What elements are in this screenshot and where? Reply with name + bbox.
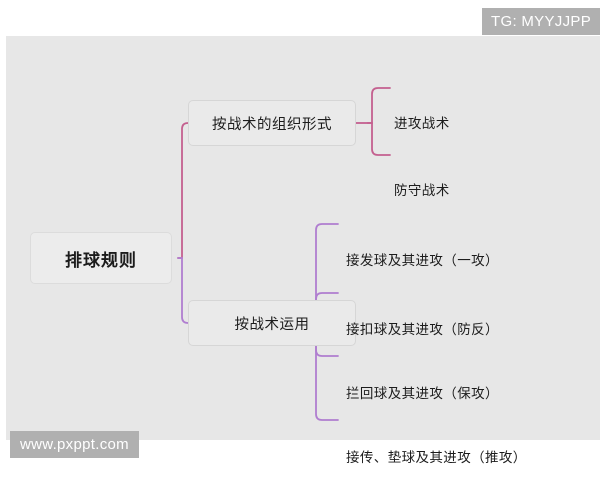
mindmap-leaf-node-0-1[interactable]: 防守战术 bbox=[394, 177, 450, 201]
mindmap-leaf-label-1-3: 接传、垫球及其进攻（推攻） bbox=[346, 450, 527, 465]
mindmap-leaf-label-1-2: 拦回球及其进攻（保攻） bbox=[346, 386, 499, 401]
watermark-bottom-left-text: www.pxppt.com bbox=[20, 436, 129, 453]
mindmap-canvas: 排球规则 按战术的组织形式 按战术运用 进攻战术 防守战术 接发球及其进攻（一攻… bbox=[6, 36, 600, 465]
mindmap-root-node[interactable]: 排球规则 bbox=[30, 232, 172, 284]
mindmap-leaf-node-0-0[interactable]: 进攻战术 bbox=[394, 110, 450, 134]
mindmap-leaf-label-0-0: 进攻战术 bbox=[394, 116, 450, 131]
mindmap-leaf-node-1-2[interactable]: 拦回球及其进攻（保攻） bbox=[346, 380, 499, 404]
connector-branch0-leaf0 bbox=[367, 87, 391, 124]
mindmap-root-label: 排球规则 bbox=[65, 250, 137, 270]
mindmap-branch-label-0: 按战术的组织形式 bbox=[212, 116, 332, 133]
connector-trunk-lower bbox=[177, 257, 189, 324]
mindmap-leaf-node-1-1[interactable]: 接扣球及其进攻（防反） bbox=[346, 316, 499, 340]
mindmap-branch-node-1[interactable]: 按战术运用 bbox=[188, 300, 356, 346]
connector-branch0-leaf1 bbox=[367, 122, 391, 156]
mindmap-leaf-label-0-1: 防守战术 bbox=[394, 183, 450, 198]
watermark-top-right-text: TG: MYYJJPP bbox=[491, 13, 591, 30]
watermark-bottom-left: www.pxppt.com bbox=[10, 431, 139, 458]
mindmap-branch-node-0[interactable]: 按战术的组织形式 bbox=[188, 100, 356, 146]
watermark-top-right: TG: MYYJJPP bbox=[482, 8, 600, 35]
mindmap-leaf-label-1-1: 接扣球及其进攻（防反） bbox=[346, 322, 499, 337]
connector-trunk-upper bbox=[177, 122, 189, 259]
mindmap-leaf-label-1-0: 接发球及其进攻（一攻） bbox=[346, 253, 499, 268]
mindmap-leaf-node-1-0[interactable]: 接发球及其进攻（一攻） bbox=[346, 247, 499, 271]
mindmap-branch-label-1: 按战术运用 bbox=[234, 316, 310, 333]
mindmap-leaf-node-1-3[interactable]: 接传、垫球及其进攻（推攻） bbox=[346, 444, 527, 468]
